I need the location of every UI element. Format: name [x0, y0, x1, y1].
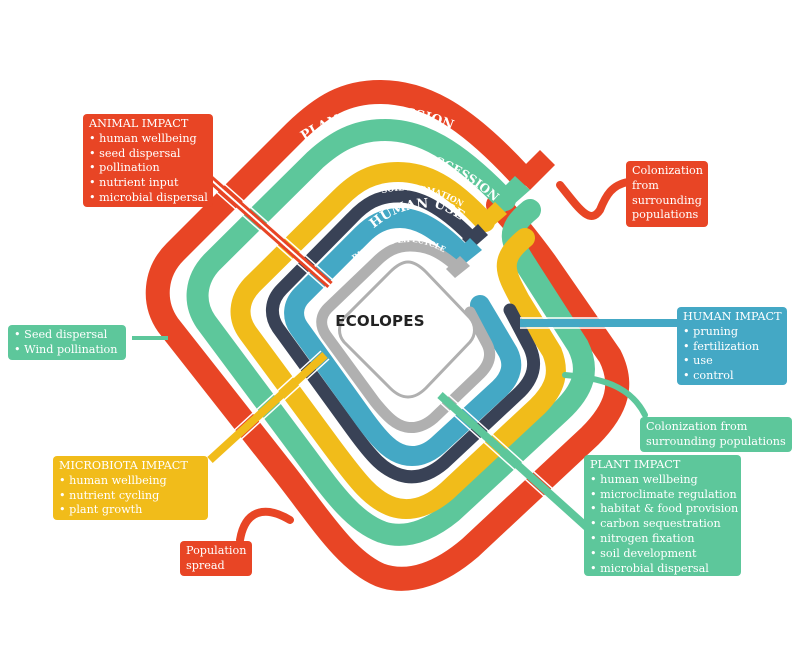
human-impact-box: HUMAN IMPACT • pruning • fertilization •…	[677, 307, 787, 385]
list-item: • human wellbeing	[590, 472, 698, 486]
plant-impact-box: PLANT IMPACT • human wellbeing • microcl…	[584, 455, 741, 576]
list-item: • microbial dispersal	[590, 561, 709, 575]
list-item: • microbial dispersal	[89, 190, 208, 204]
colonization-top-arrow	[556, 178, 632, 220]
list-item: • Seed dispersal	[14, 328, 108, 341]
text-line: from	[632, 178, 659, 192]
colonization-right-arrow	[562, 372, 648, 418]
text-line: surrounding populations	[646, 434, 786, 448]
colonization-top-box: Colonization from surrounding population…	[626, 161, 708, 227]
list-item: • human wellbeing	[89, 131, 197, 145]
building-lifecycle-ring	[316, 240, 496, 433]
center-diamond	[338, 260, 476, 399]
text-line: populations	[632, 208, 699, 222]
plant-succession-ring	[186, 118, 595, 546]
list-item: • Wind pollination	[14, 342, 118, 356]
list-item: • pollination	[89, 161, 160, 175]
colonization-right-box: Colonization from surrounding population…	[640, 417, 792, 452]
text-line: Colonization	[632, 164, 703, 177]
list-item: • seed dispersal	[89, 146, 181, 160]
list-item: • nitrogen fixation	[590, 531, 695, 545]
list-item: • nutrient cycling	[59, 488, 160, 502]
human-impact-connector	[520, 317, 682, 329]
animal-impact-connector	[195, 165, 335, 290]
microbiota-impact-connector	[205, 350, 330, 465]
microbiota-impact-box: MICROBIOTA IMPACT • human wellbeing • nu…	[53, 456, 208, 520]
microbiota-impact-title: MICROBIOTA IMPACT	[59, 459, 188, 472]
microbiota-succession-ring	[230, 161, 566, 519]
plant-impact-title: PLANT IMPACT	[590, 458, 681, 471]
list-item: • fertilization	[683, 339, 760, 353]
list-item: • carbon sequestration	[590, 517, 721, 531]
list-item: • microclimate regulation	[590, 487, 737, 501]
animal-arrow-head	[515, 150, 555, 190]
animal-impact-title: ANIMAL IMPACT	[89, 117, 189, 130]
text-line: Colonization from	[646, 420, 748, 433]
list-item: • use	[683, 354, 713, 368]
list-item: • human wellbeing	[59, 473, 167, 487]
list-item: • pruning	[683, 324, 739, 338]
center-title: ECOLOPES	[335, 312, 425, 330]
list-item: • plant growth	[59, 503, 143, 517]
human-impact-title: HUMAN IMPACT	[683, 310, 782, 323]
list-item: • control	[683, 369, 734, 383]
population-spread-arrow	[236, 507, 294, 544]
plant-impact-connector	[435, 390, 595, 535]
text-line: spread	[186, 558, 225, 572]
seed-dispersal-box: • Seed dispersal • Wind pollination	[8, 325, 126, 360]
list-item: • soil development	[590, 546, 697, 560]
population-spread-box: Population spread	[180, 541, 252, 576]
text-line: surrounding	[632, 193, 702, 207]
text-line: Population	[186, 544, 247, 557]
list-item: • habitat & food provision	[590, 502, 739, 516]
animal-impact-box: ANIMAL IMPACT • human wellbeing • seed d…	[83, 114, 213, 207]
list-item: • nutrient input	[89, 176, 179, 190]
animal-succession-ring	[145, 79, 630, 591]
